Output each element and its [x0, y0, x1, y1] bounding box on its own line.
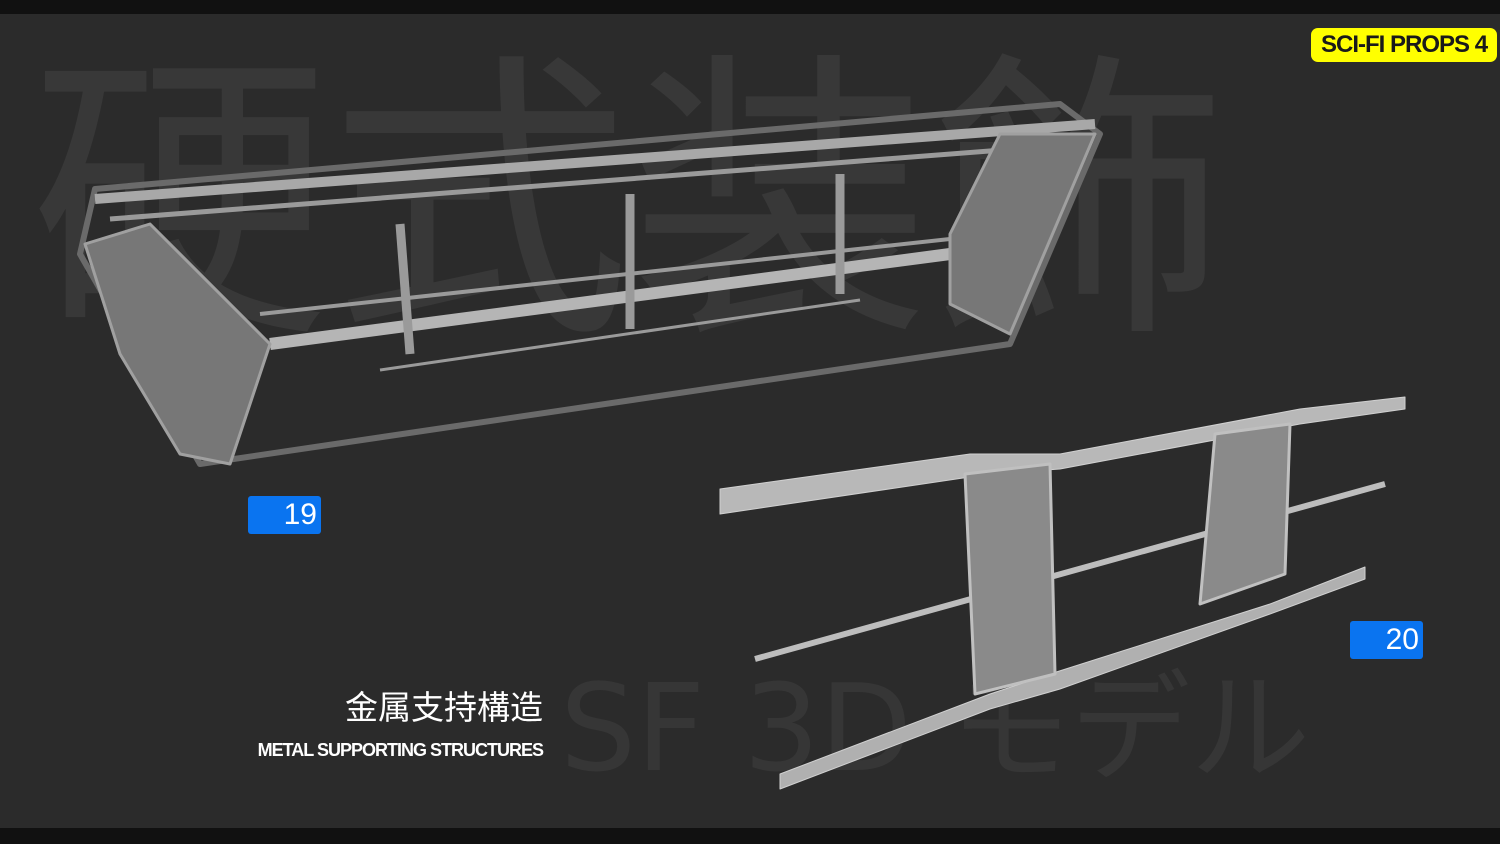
model-19-frame: [77, 101, 1103, 467]
model-20-frame: [719, 396, 1406, 790]
collection-badge: SCI-FI PROPS 4: [1311, 28, 1498, 62]
item-number-badge: 20: [1350, 621, 1423, 659]
showcase-canvas: 硬式装飾 SF 3D モデル SCI-FI PROPS 4 19 20 金属支持…: [0, 14, 1500, 828]
caption-japanese: 金属支持構造: [345, 688, 543, 727]
model-renders: [77, 101, 1406, 790]
item-number-badge: 19: [248, 496, 321, 534]
caption-english: METAL SUPPORTING STRUCTURES: [257, 740, 544, 760]
